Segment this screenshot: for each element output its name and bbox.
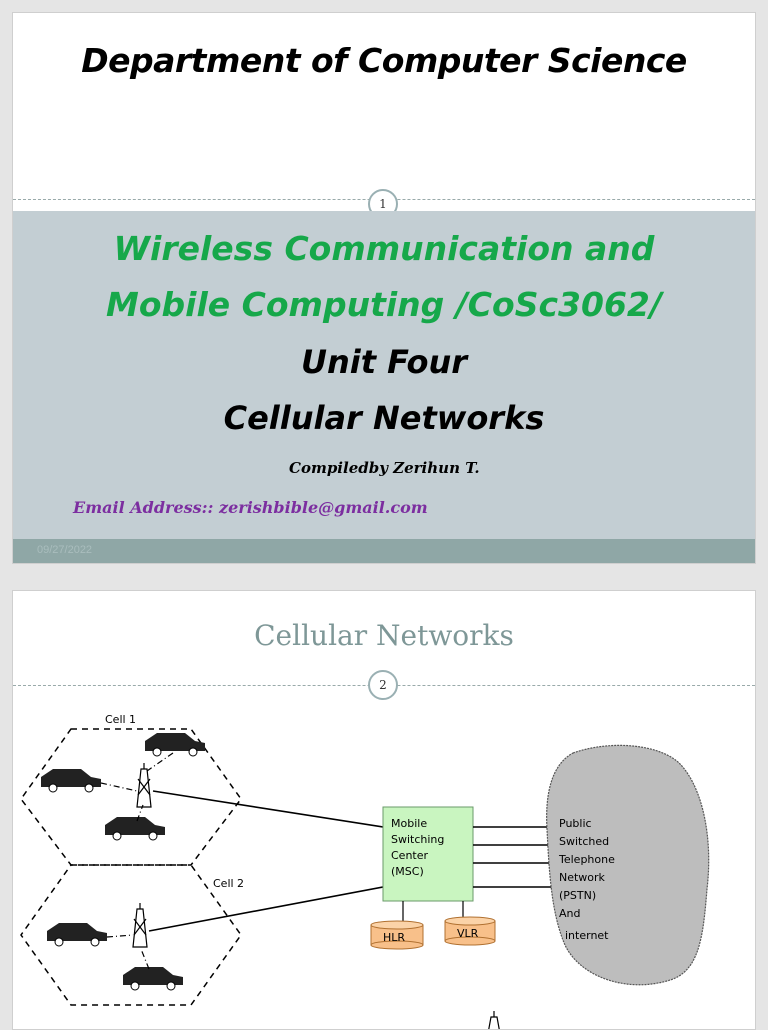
slide-date: 09/27/2022 xyxy=(37,544,93,556)
tower-icon-1 xyxy=(136,763,152,808)
unit-label: Unit Four xyxy=(300,343,468,381)
pstn-label-line-6: And xyxy=(559,907,580,920)
msc-label-line-2: Switching xyxy=(391,833,444,846)
pstn-cloud xyxy=(546,744,710,986)
car-icon xyxy=(123,967,183,991)
pstn-label-line-3: Telephone xyxy=(558,853,615,866)
tower-msc-link-2 xyxy=(148,886,384,932)
cell-1-hexagon xyxy=(20,728,242,866)
tower-icon-3 xyxy=(488,1011,500,1029)
footer-band xyxy=(13,539,755,563)
cell-2-label: Cell 2 xyxy=(213,877,244,890)
msc-label-line-4: (MSC) xyxy=(391,865,424,878)
tower-msc-link-1 xyxy=(152,790,384,828)
slide-1: Department of Computer Science 1 Wireles… xyxy=(12,12,756,564)
pstn-label-line-2: Switched xyxy=(559,835,609,848)
car-icon xyxy=(47,923,107,947)
msc-label-line-1: Mobile xyxy=(391,817,427,830)
car-icon xyxy=(105,817,165,841)
course-title-line-1: Wireless Communication and xyxy=(113,229,655,268)
hlr-database: HLR xyxy=(370,920,424,950)
msc-pstn-links xyxy=(473,826,553,888)
title-band xyxy=(13,211,755,539)
topic-label: Cellular Networks xyxy=(223,399,545,437)
email-address: Email Address:: zerishbible@gmail.com xyxy=(73,498,428,517)
pstn-label-line-1: Public xyxy=(559,817,592,830)
cellular-network-diagram: Cell 1 Cell 2 xyxy=(20,713,710,1029)
msc-label-line-3: Center xyxy=(391,849,429,862)
vlr-label: VLR xyxy=(457,927,479,940)
radio-links xyxy=(100,752,174,970)
compiled-by: Compiledby Zerihun T. xyxy=(289,459,480,477)
pstn-label-line-5: (PSTN) xyxy=(559,889,596,902)
pstn-label-line-4: Network xyxy=(559,871,606,884)
msc-box xyxy=(382,806,474,902)
car-icon xyxy=(145,733,205,757)
slide-title: Cellular Networks xyxy=(254,619,514,652)
page-number-badge: 2 xyxy=(368,670,398,700)
pstn-label-line-7: internet xyxy=(565,929,609,942)
course-title-line-2: Mobile Computing /CoSc3062/ xyxy=(106,285,662,324)
cell-1-label: Cell 1 xyxy=(105,713,136,726)
tower-icon-2 xyxy=(132,903,148,948)
vlr-database: VLR xyxy=(444,916,496,946)
department-heading: Department of Computer Science xyxy=(81,41,687,80)
hlr-label: HLR xyxy=(383,931,405,944)
slide-2: Cellular Networks 2 Cell 1 Cell 2 xyxy=(12,590,756,1030)
cell-2-hexagon xyxy=(20,864,242,1006)
car-icon xyxy=(41,769,101,793)
